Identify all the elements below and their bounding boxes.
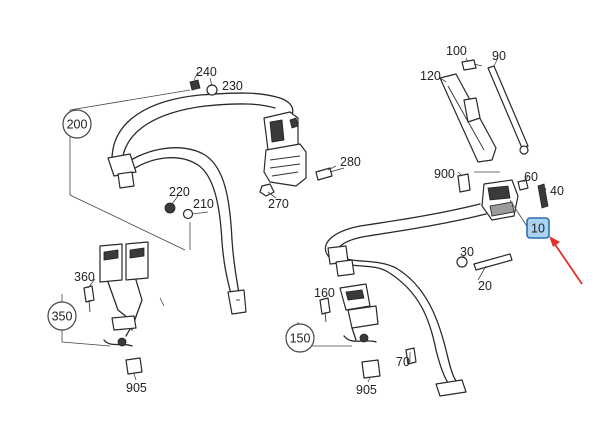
part-label-905a: 905 xyxy=(126,381,147,395)
part-label-220: 220 xyxy=(169,185,190,199)
part-label-100: 100 xyxy=(446,44,467,58)
belt-assembly-10 xyxy=(324,171,549,397)
belt-assembly-200 xyxy=(69,79,345,315)
height-adjuster-120 xyxy=(439,59,529,163)
buckle-assembly-350 xyxy=(61,241,149,375)
buckle-assembly-150 xyxy=(297,283,381,379)
part-label-200: 200 xyxy=(67,118,88,132)
part-label-40: 40 xyxy=(550,184,564,198)
part-label-10: 10 xyxy=(531,222,545,236)
part-label-905b: 905 xyxy=(356,383,377,397)
red-pointer-arrow xyxy=(549,236,583,285)
leader-lines xyxy=(87,57,547,383)
part-label-210: 210 xyxy=(193,197,214,211)
callout-150-circle xyxy=(285,323,315,353)
part-label-270: 270 xyxy=(268,197,289,211)
callouts: 200 350 150 10 240 230 220 210 280 270 3… xyxy=(47,44,564,397)
callout-350-circle xyxy=(47,301,77,331)
part-label-360: 360 xyxy=(74,270,95,284)
part-label-150: 150 xyxy=(290,332,311,346)
part-label-20: 20 xyxy=(478,279,492,293)
callout-200-circle xyxy=(62,109,92,139)
part-label-90: 90 xyxy=(492,49,506,63)
part-label-160: 160 xyxy=(314,286,335,300)
part-label-120: 120 xyxy=(420,69,441,83)
part-label-280: 280 xyxy=(340,155,361,169)
part-label-240: 240 xyxy=(196,65,217,79)
highlight-box-10 xyxy=(526,217,550,239)
part-label-60: 60 xyxy=(524,170,538,184)
part-label-230: 230 xyxy=(222,79,243,93)
part-label-350: 350 xyxy=(52,310,73,324)
part-label-900: 900 xyxy=(434,167,455,181)
arrow-shaft xyxy=(551,239,583,285)
arrow-head xyxy=(549,236,560,247)
part-label-70: 70 xyxy=(396,355,410,369)
part-label-30: 30 xyxy=(460,245,474,259)
